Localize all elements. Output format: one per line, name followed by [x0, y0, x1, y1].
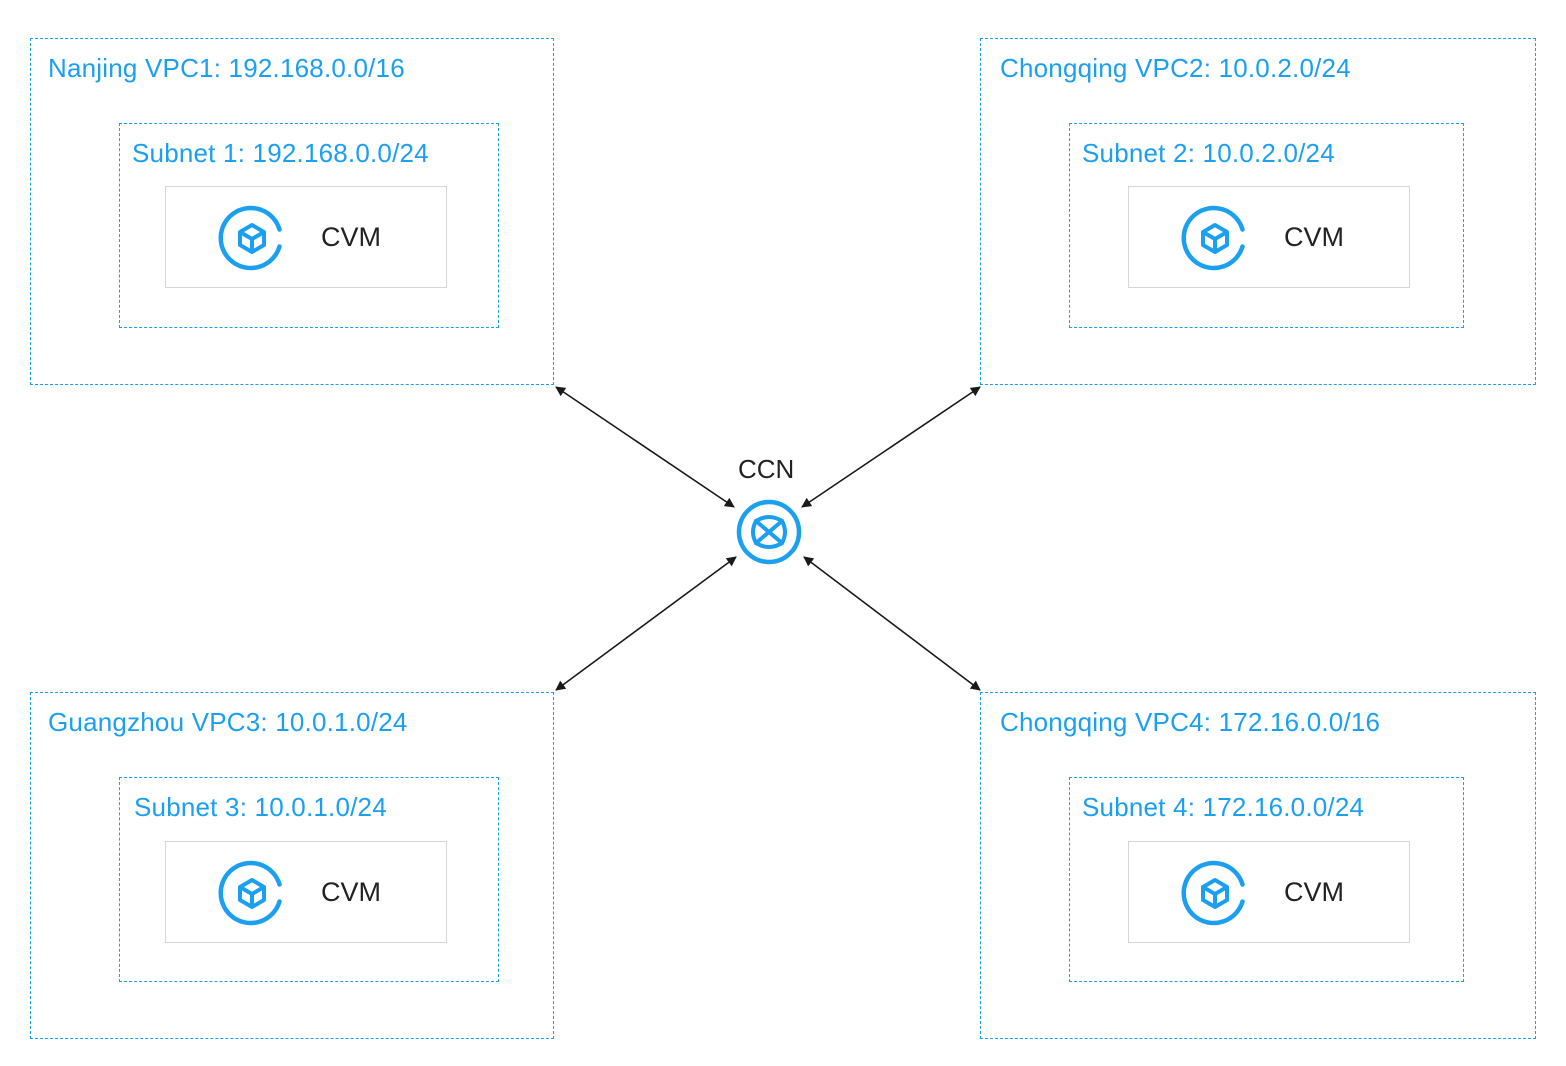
subnet-1: Subnet 1: 192.168.0.0/24 CVM: [119, 123, 499, 328]
cvm-instance: CVM: [165, 841, 447, 943]
link-vpc4-ccn: [803, 556, 981, 691]
cvm-instance: CVM: [1128, 841, 1410, 943]
subnet-4: Subnet 4: 172.16.0.0/24 CVM: [1069, 777, 1464, 982]
vpc-title: Guangzhou VPC3: 10.0.1.0/24: [48, 707, 408, 737]
subnet-title: Subnet 2: 10.0.2.0/24: [1082, 138, 1335, 168]
ccn-icon: [736, 499, 802, 565]
vpc-guangzhou-vpc3: Guangzhou VPC3: 10.0.1.0/24 Subnet 3: 10…: [30, 692, 554, 1039]
subnet-title: Subnet 1: 192.168.0.0/24: [132, 138, 429, 168]
cvm-icon: [218, 860, 282, 926]
vpc-chongqing-vpc4: Chongqing VPC4: 172.16.0.0/16 Subnet 4: …: [980, 692, 1536, 1039]
subnet-2: Subnet 2: 10.0.2.0/24 CVM: [1069, 123, 1464, 328]
cvm-icon: [218, 205, 282, 271]
vpc-chongqing-vpc2: Chongqing VPC2: 10.0.2.0/24 Subnet 2: 10…: [980, 38, 1536, 385]
cvm-label: CVM: [1284, 877, 1344, 907]
vpc-nanjing-vpc1: Nanjing VPC1: 192.168.0.0/16 Subnet 1: 1…: [30, 38, 554, 385]
vpc-title: Chongqing VPC2: 10.0.2.0/24: [1000, 53, 1351, 83]
cvm-icon: [1181, 205, 1245, 271]
vpc-title: Chongqing VPC4: 172.16.0.0/16: [1000, 707, 1381, 737]
cvm-instance: CVM: [1128, 186, 1410, 288]
vpc-title: Nanjing VPC1: 192.168.0.0/16: [48, 53, 405, 83]
cvm-instance: CVM: [165, 186, 447, 288]
link-vpc1-ccn: [555, 386, 735, 508]
cvm-label: CVM: [321, 877, 381, 907]
link-vpc3-ccn: [555, 556, 737, 691]
ccn-label: CCN: [738, 454, 795, 484]
subnet-3: Subnet 3: 10.0.1.0/24 CVM: [119, 777, 499, 982]
subnet-title: Subnet 3: 10.0.1.0/24: [134, 792, 387, 822]
link-vpc2-ccn: [801, 386, 981, 508]
subnet-title: Subnet 4: 172.16.0.0/24: [1082, 792, 1365, 822]
cvm-label: CVM: [321, 222, 381, 252]
cvm-label: CVM: [1284, 222, 1344, 252]
cvm-icon: [1181, 860, 1245, 926]
